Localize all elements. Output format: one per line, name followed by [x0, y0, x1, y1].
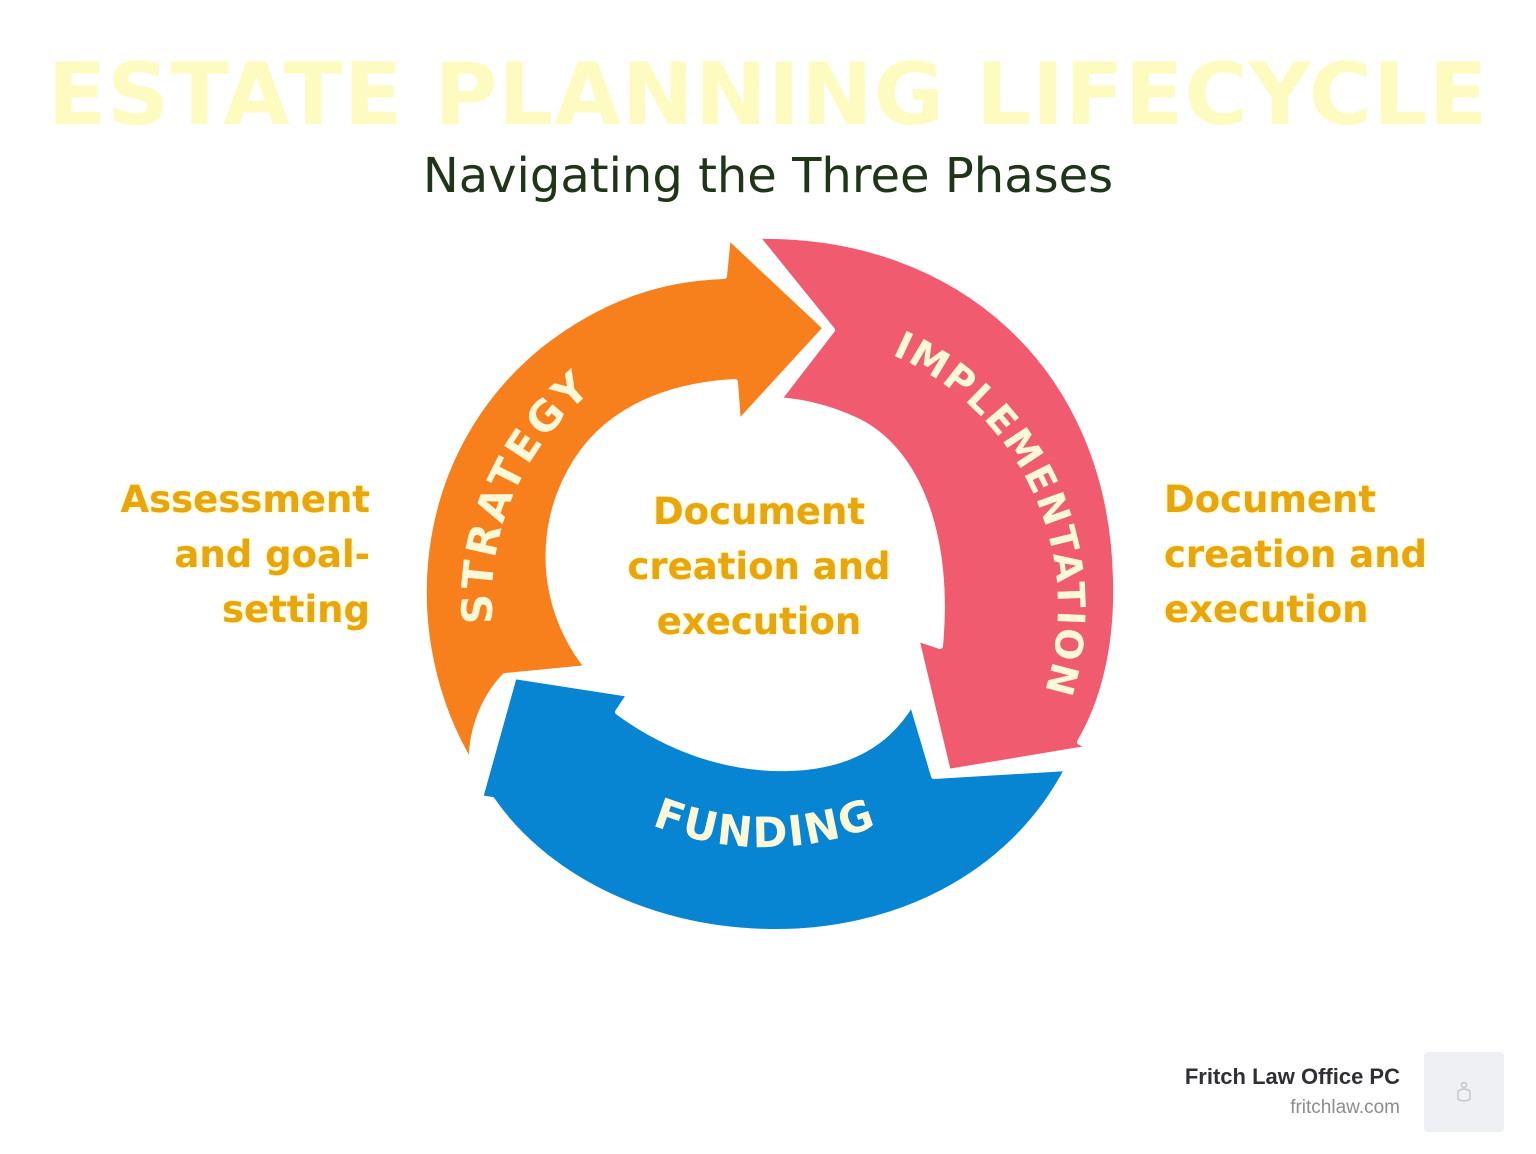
note-line: Document — [1164, 478, 1377, 521]
company-website[interactable]: fritchlaw.com — [1290, 1097, 1400, 1118]
note-line: execution — [1164, 588, 1369, 631]
phase-arrow-implementation — [753, 232, 1120, 775]
phase-arrow-strategy — [420, 233, 829, 769]
note-line: execution — [656, 600, 862, 643]
page-title: ESTATE PLANNING LIFECYCLE — [47, 45, 1489, 145]
note-implementation: Document creation and execution — [1164, 472, 1484, 637]
note-line: and goal- — [174, 533, 370, 576]
scales-logo-icon — [1424, 1052, 1504, 1132]
note-strategy: Assessment and goal- setting — [60, 472, 371, 637]
footer-branding: Fritch Law Office PC fritchlaw.com — [1185, 1062, 1400, 1124]
note-line: Assessment — [120, 478, 371, 521]
note-line: setting — [222, 588, 370, 631]
page-subtitle: Navigating the Three Phases — [422, 148, 1114, 204]
phase-arrow-funding — [477, 673, 1071, 936]
note-center: Document creation and execution — [606, 484, 912, 649]
note-line: Document — [652, 490, 866, 533]
note-line: creation and — [627, 545, 891, 588]
company-name: Fritch Law Office PC — [1184, 1064, 1400, 1089]
note-line: creation and — [1164, 533, 1428, 576]
